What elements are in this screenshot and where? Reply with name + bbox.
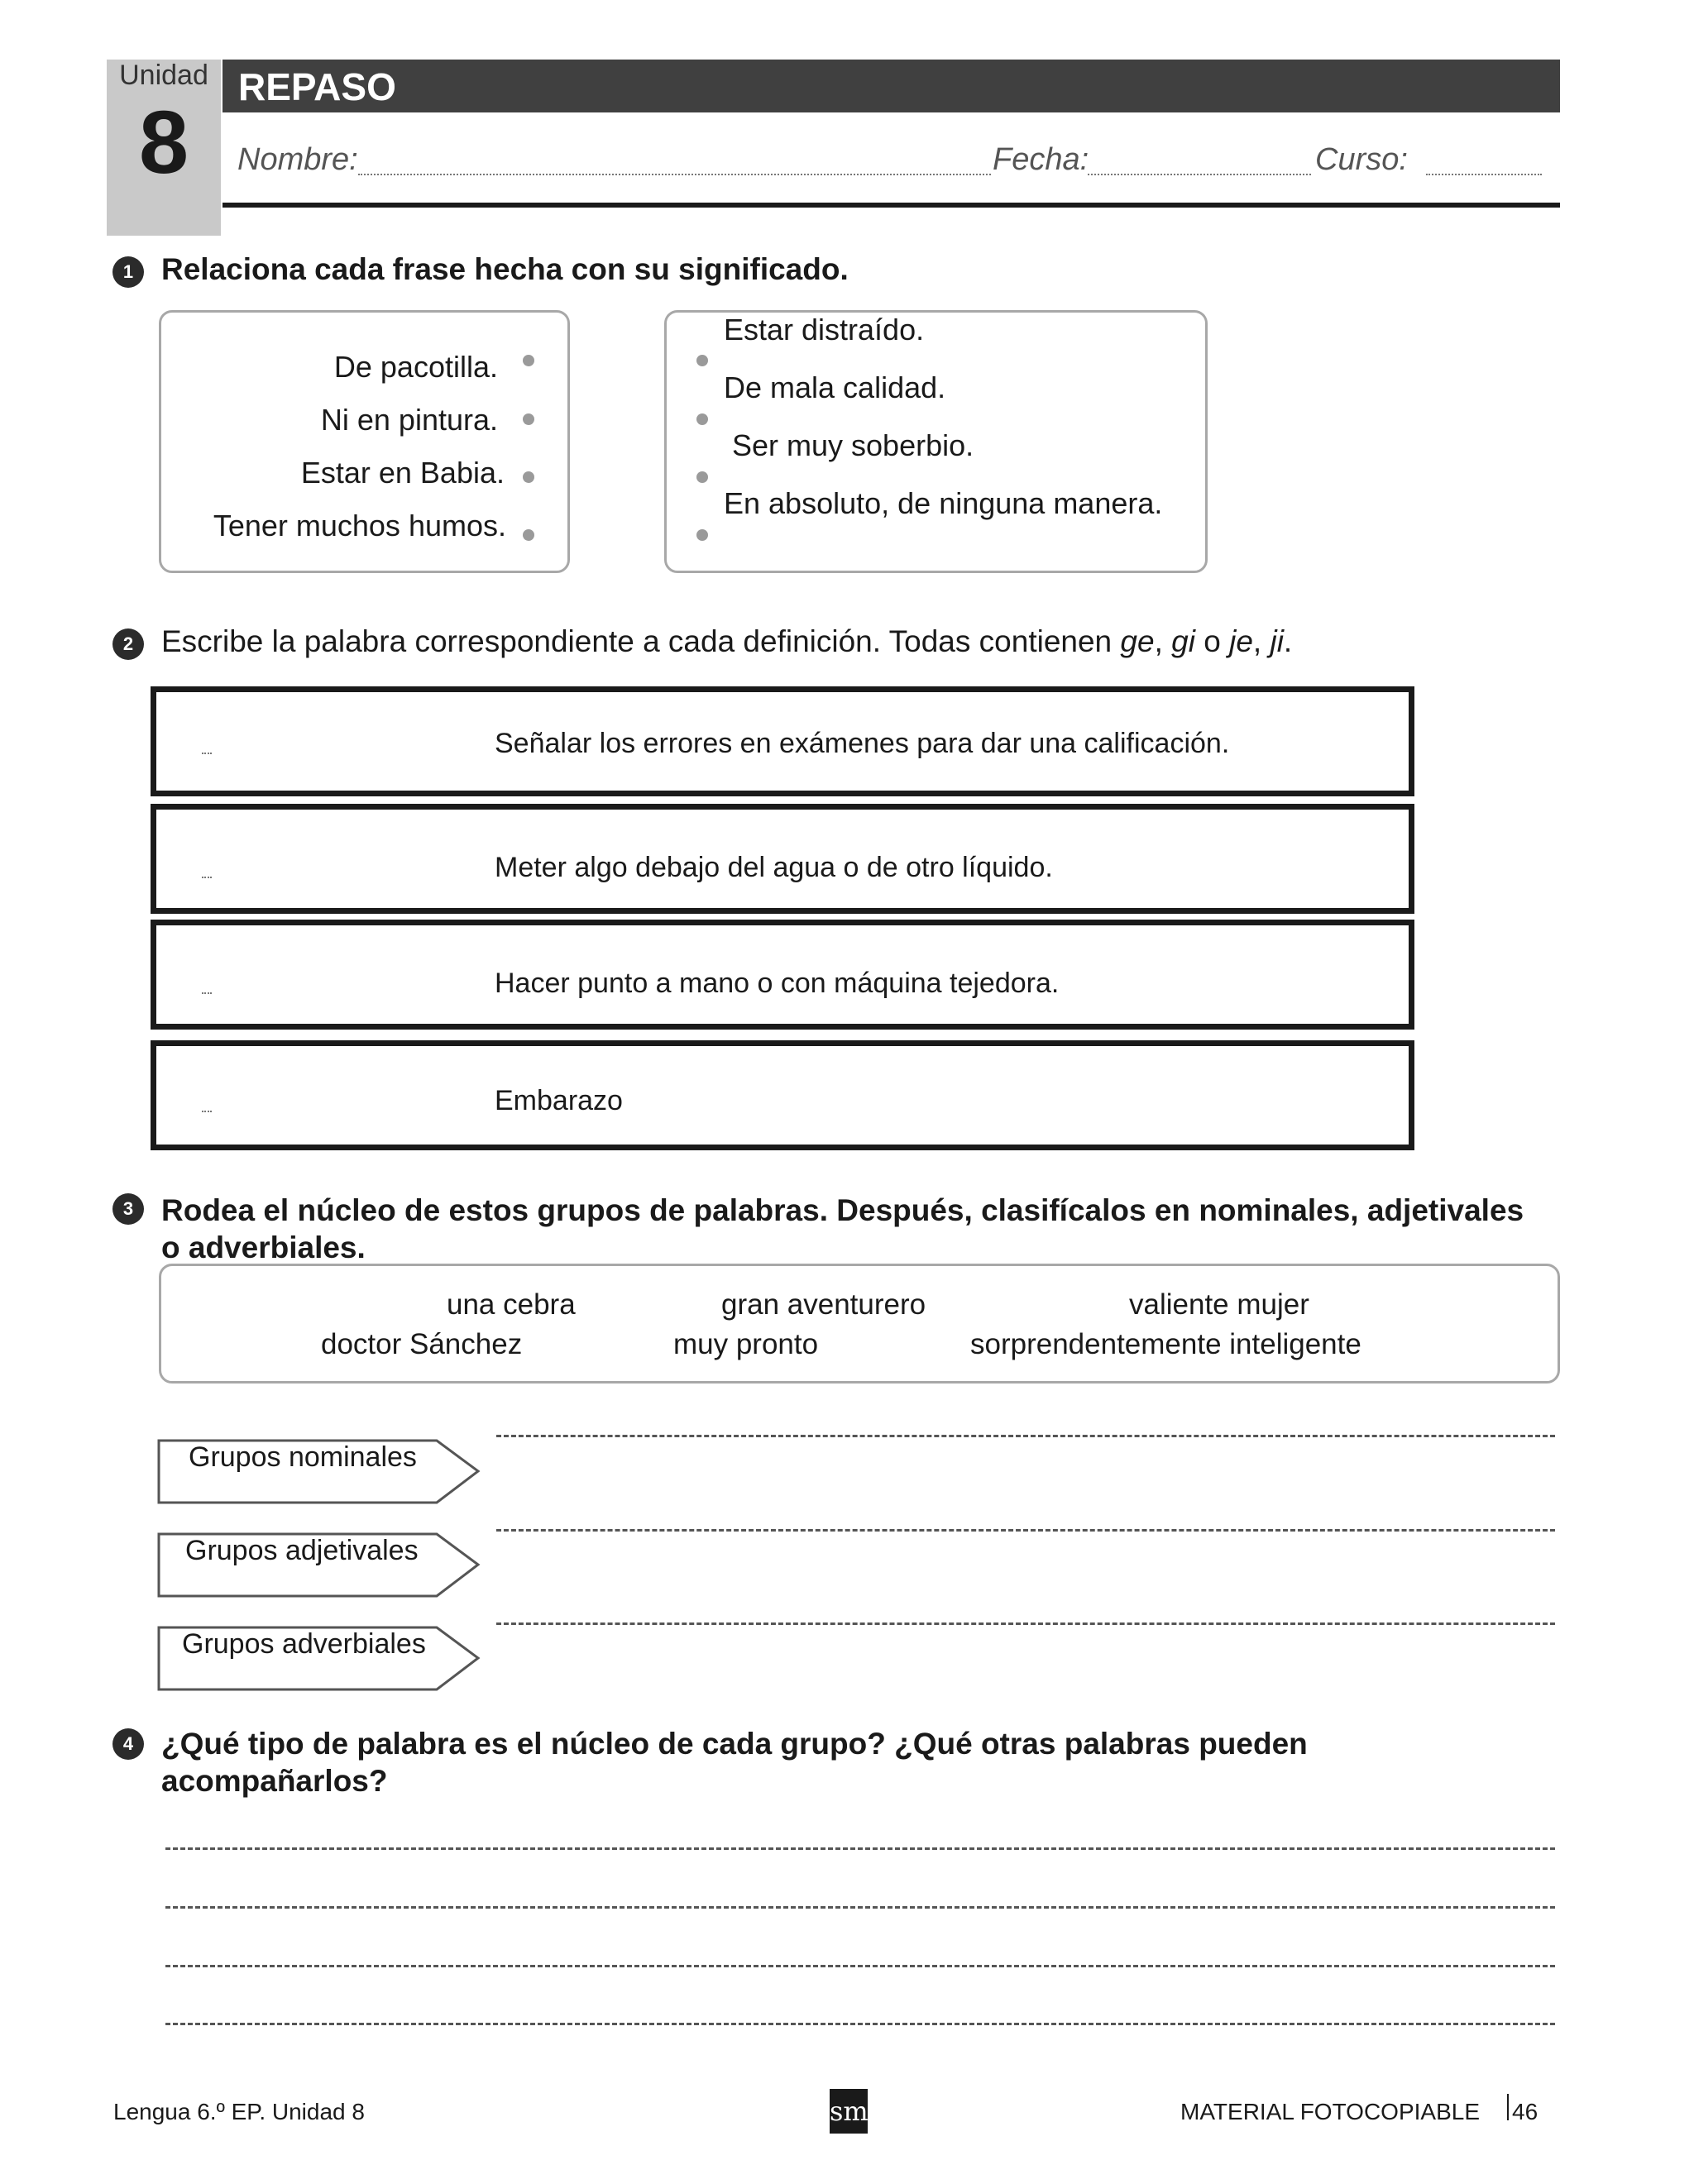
meaning-item: Estar distraído. [724,313,925,346]
word-group: gran aventurero [721,1288,926,1321]
definition-text: Meter algo debajo del agua o de otro líq… [495,852,1053,883]
title-bar [223,60,1560,112]
group-arrows [157,1439,481,1691]
phrases-box [159,310,570,573]
answer-line-nominales[interactable] [496,1435,1555,1437]
word-group: valiente mujer [1129,1288,1309,1321]
phrase-item: Tener muchos humos. [213,509,506,542]
answer-line[interactable] [165,1906,1555,1909]
connector-dot[interactable] [696,355,708,366]
phrase-item: De pacotilla. [333,350,498,384]
connector-dot[interactable] [523,529,534,541]
definition-box [151,686,1414,796]
word-group: una cebra [447,1288,576,1321]
definition-text: Señalar los errores en exámenes para dar… [495,728,1230,759]
course-label: Curso: [1315,142,1408,177]
unit-badge [107,60,221,236]
header-rule [223,203,1560,208]
page-title: REPASO [238,65,396,108]
meanings-box [664,310,1208,573]
meaning-item: De mala calidad. [724,370,946,404]
connector-dot[interactable] [696,471,708,483]
date-field[interactable] [1088,174,1311,175]
connector-dot[interactable] [696,529,708,541]
answer-line-adverbiales[interactable] [496,1622,1555,1625]
date-label: Fecha: [993,142,1089,177]
answer-line-adjetivales[interactable] [496,1529,1555,1532]
exercise-4-title-line-2: acompañarlos? [161,1764,388,1798]
definition-box [151,804,1414,914]
answer-line[interactable] [165,1847,1555,1850]
exercise-4-title-line-1: ¿Qué tipo de palabra es el núcleo de cad… [161,1727,1308,1761]
exercise-3-number: 3 [112,1193,144,1225]
answer-field[interactable] [202,753,212,754]
name-label: Nombre: [237,142,358,177]
definition-box [151,920,1414,1030]
meaning-item: Ser muy soberbio. [732,428,974,462]
connector-dot[interactable] [523,355,534,366]
answer-line[interactable] [165,1965,1555,1967]
answer-line[interactable] [165,2023,1555,2025]
definition-text: Hacer punto a mano o con máquina tejedor… [495,968,1060,999]
definition-box [151,1040,1414,1150]
group-adjective-label: Grupos adjetivales [185,1535,419,1566]
group-nominal-label: Grupos nominales [189,1441,417,1473]
footer-copyright: MATERIAL FOTOCOPIABLE [1180,2099,1481,2124]
unit-number: 8 [138,92,189,192]
answer-field[interactable] [202,992,212,994]
publisher-logo: sm [830,2089,869,2134]
page-number: 46 [1512,2099,1538,2124]
group-adverb-label: Grupos adverbiales [182,1628,426,1660]
connector-dot[interactable] [523,471,534,483]
word-group: muy pronto [673,1328,819,1360]
exercise-2-title: Escribe la palabra correspondiente a cad… [161,624,1293,658]
exercise-1-title: Relaciona cada frase hecha con su signif… [161,252,849,286]
connector-dot[interactable] [523,413,534,425]
phrase-item: Ni en pintura. [320,403,498,437]
exercise-3-title-line-2: o adverbiales. [161,1231,366,1264]
unit-label: Unidad [119,60,208,91]
connector-dot[interactable] [696,413,708,425]
footer-text: Lengua 6.º EP. Unidad 8 [113,2099,365,2124]
course-field[interactable] [1426,174,1542,175]
meaning-item: En absoluto, de ninguna manera. [724,486,1163,520]
exercise-3-title-line-1: Rodea el núcleo de estos grupos de palab… [161,1193,1524,1227]
answer-field[interactable] [202,877,212,878]
word-group: sorprendentemente inteligente [970,1328,1361,1360]
phrase-item: Estar en Babia. [300,456,505,490]
exercise-4-number: 4 [112,1728,144,1760]
word-group: doctor Sánchez [321,1328,523,1360]
exercise-2-number: 2 [112,628,144,660]
exercise-1-number: 1 [112,256,144,288]
footer-divider [1507,2094,1509,2120]
word-groups-box [159,1264,1560,1384]
definition-text: Embarazo [495,1085,623,1116]
name-field[interactable] [358,174,991,175]
answer-field[interactable] [202,1111,212,1112]
